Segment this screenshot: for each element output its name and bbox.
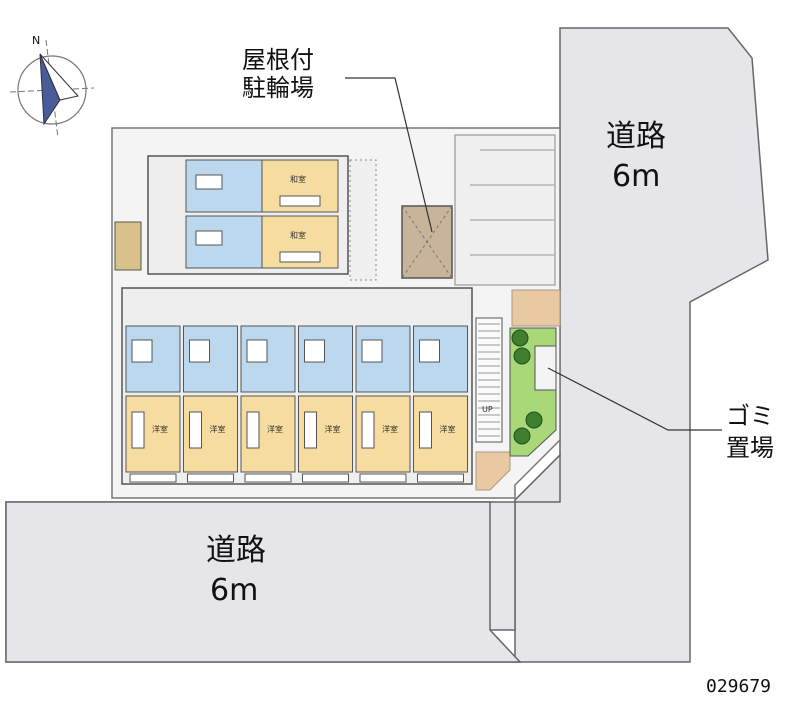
road-bottom-label-2: 6m: [210, 573, 258, 608]
compass-icon: N: [9, 34, 95, 139]
apartment-unit: 洋室: [298, 325, 353, 483]
apartment-unit: 洋室: [183, 325, 238, 483]
room-label: 洋室: [440, 424, 456, 434]
bike-shelter: [401, 205, 453, 279]
bike-parking-label-1: 屋根付: [242, 46, 314, 74]
room-label: 洋室: [210, 424, 226, 434]
garbage-label-2: 置場: [726, 434, 774, 462]
room-label: 洋室: [382, 424, 398, 434]
apartment-unit: 洋室: [240, 325, 296, 483]
stairs: UP: [475, 317, 503, 443]
garbage-area: [534, 345, 557, 391]
room-label: 洋室: [152, 424, 168, 434]
deck-bottom: [475, 451, 511, 491]
property-code: 029679: [706, 676, 771, 697]
room-label: 洋室: [325, 424, 341, 434]
room-label-north-1: 和室: [290, 174, 306, 184]
bike-leader-line: [345, 77, 433, 233]
apartment-unit: 洋室: [413, 325, 468, 483]
garbage-leader-line: [547, 367, 722, 431]
utility-box: [114, 221, 142, 271]
parking-area: [454, 134, 556, 286]
apartment-unit: 洋室: [125, 325, 181, 483]
compass-north-label: N: [32, 34, 40, 47]
road-right-label-2: 6m: [612, 159, 660, 194]
room-label-north-2: 和室: [290, 230, 306, 240]
building-south: 洋室 洋室 洋室 洋室 洋室 洋室: [121, 287, 473, 485]
trees: [511, 329, 543, 445]
bike-parking-label-2: 駐輪場: [242, 74, 314, 102]
road-right-label-1: 道路: [606, 119, 666, 154]
road-bottom-label-1: 道路: [206, 533, 266, 568]
deck-top: [511, 289, 561, 327]
apartment-unit: 洋室: [355, 325, 411, 483]
building-north: 和室 和室: [147, 155, 349, 275]
road-bottom-band: [5, 501, 522, 663]
garbage-label-1: ゴミ: [726, 402, 774, 430]
stairs-up-label: UP: [482, 405, 493, 414]
room-label: 洋室: [267, 424, 283, 434]
side-strip: [349, 159, 377, 281]
